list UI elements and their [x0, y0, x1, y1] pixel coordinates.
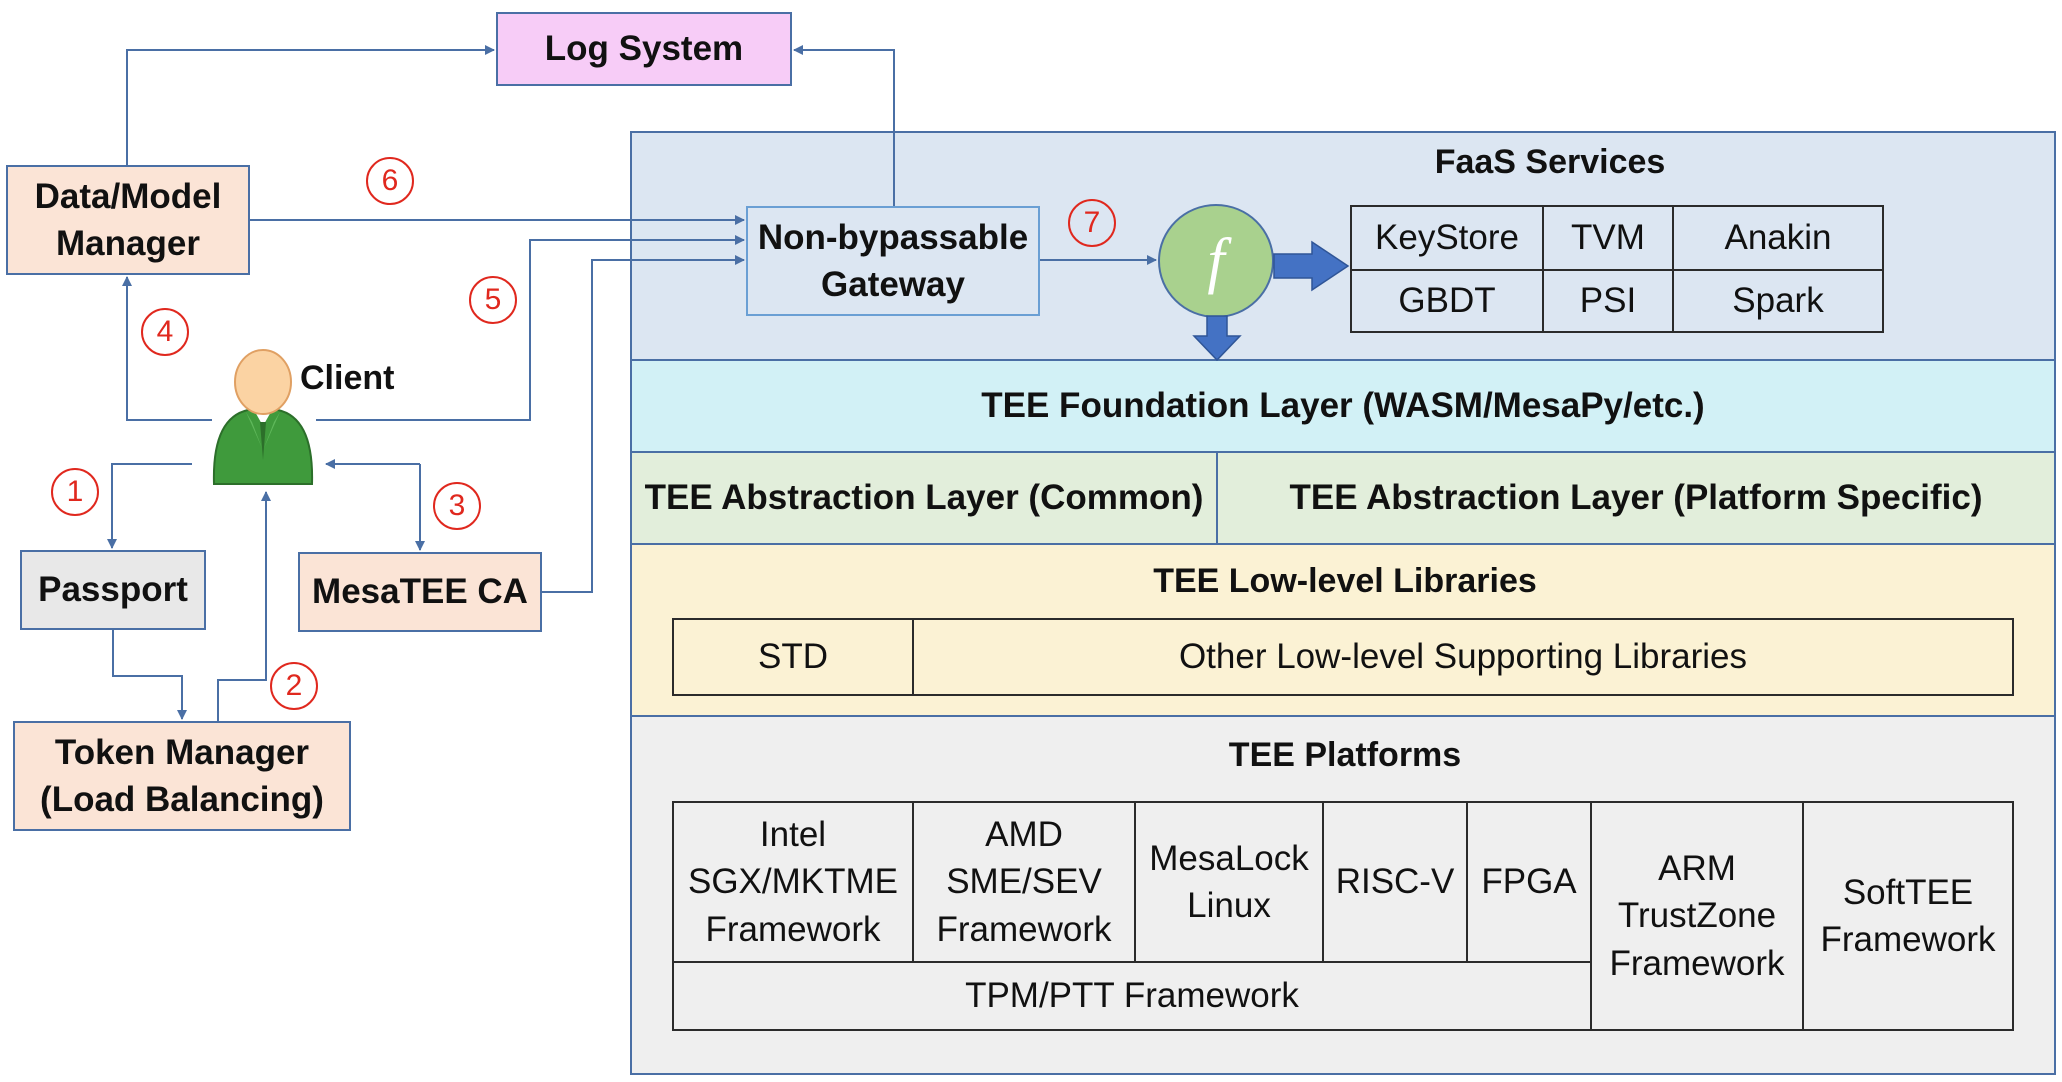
client-person-icon — [212, 349, 314, 485]
std-library: STD — [672, 618, 914, 696]
amd-line1: AMD — [985, 815, 1063, 855]
arrow-ca-to-gateway — [542, 255, 745, 593]
softtee-line2: Framework — [1820, 920, 1996, 959]
step-1-badge: 1 — [51, 468, 99, 516]
service-psi[interactable]: PSI — [1542, 269, 1674, 333]
client-label: Client — [300, 358, 395, 397]
softtee-line1: SoftTEE — [1842, 872, 1974, 912]
token-manager-line1: Token Manager — [54, 732, 310, 772]
amd-line2: SME/SEV — [946, 862, 1102, 902]
arm-line2: TrustZone — [1617, 896, 1777, 936]
tee-platforms-panel — [630, 715, 2056, 1075]
mesalock-line1: MesaLock — [1149, 838, 1309, 878]
log-system-box[interactable]: Log System — [496, 12, 792, 86]
gateway-label-line1: Non-bypassable — [757, 217, 1029, 257]
tee-abstraction-common: TEE Abstraction Layer (Common) — [630, 451, 1218, 545]
mesatee-ca-box[interactable]: MesaTEE CA — [298, 552, 542, 632]
intel-line3: Framework — [705, 909, 881, 949]
platform-intel: Intel SGX/MKTME Framework — [672, 801, 914, 963]
data-model-manager-line1: Data/Model — [34, 176, 222, 216]
thick-arrow-function-to-foundation — [1192, 315, 1242, 362]
intel-line2: SGX/MKTME — [687, 862, 899, 902]
platform-tpm: TPM/PTT Framework — [672, 961, 1592, 1031]
step-2-badge: 2 — [270, 662, 318, 710]
amd-line3: Framework — [936, 909, 1112, 949]
arrow-gateway-to-log — [793, 45, 895, 206]
mesalock-line2: Linux — [1187, 886, 1271, 925]
intel-line1: Intel — [759, 815, 827, 855]
service-spark[interactable]: Spark — [1672, 269, 1884, 333]
step-7-badge: 7 — [1068, 199, 1116, 247]
arrow-client-to-passport — [107, 463, 192, 549]
step-6-badge: 6 — [366, 157, 414, 205]
service-gbdt[interactable]: GBDT — [1350, 269, 1544, 333]
step-3-badge: 3 — [433, 482, 481, 530]
faas-title: FaaS Services — [1434, 142, 1666, 181]
token-manager-line2: (Load Balancing) — [40, 780, 324, 819]
token-manager-box[interactable]: Token Manager (Load Balancing) — [13, 721, 351, 831]
arrow-token-to-client — [217, 491, 271, 721]
other-lowlevel-libraries: Other Low-level Supporting Libraries — [912, 618, 2014, 696]
step-5-badge: 5 — [469, 276, 517, 324]
gateway-label-line2: Gateway — [821, 265, 965, 304]
tee-platforms-title: TEE Platforms — [1228, 735, 1462, 774]
data-model-manager-box[interactable]: Data/Model Manager — [6, 165, 250, 275]
step-4-badge: 4 — [141, 308, 189, 356]
tee-lowlevel-title: TEE Low-level Libraries — [1153, 561, 1537, 600]
arm-line1: ARM — [1658, 849, 1736, 889]
gateway-box[interactable]: Non-bypassable Gateway — [746, 206, 1040, 316]
tee-foundation-layer: TEE Foundation Layer (WASM/MesaPy/etc.) — [630, 359, 2056, 453]
function-symbol: f — [1207, 226, 1225, 295]
data-model-manager-line2: Manager — [56, 224, 200, 263]
platform-softtee: SoftTEE Framework — [1802, 801, 2014, 1031]
passport-box[interactable]: Passport — [20, 550, 206, 630]
thick-arrow-function-to-services — [1273, 240, 1350, 292]
arrow-passport-to-token — [112, 630, 187, 720]
arrow-client-to-datamodel — [122, 276, 212, 421]
arrow-client-to-gateway — [316, 235, 745, 421]
platform-arm: ARM TrustZone Framework — [1590, 801, 1804, 1031]
arrow-datamodel-to-log — [126, 45, 495, 165]
arm-line3: Framework — [1609, 943, 1785, 983]
